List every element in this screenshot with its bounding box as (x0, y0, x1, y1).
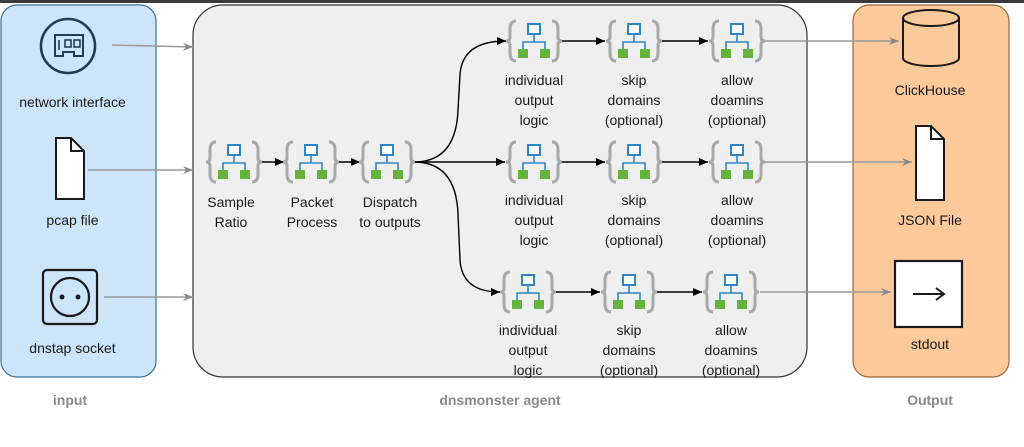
network-card-icon (39, 17, 97, 75)
branch-1-logic-label: individual output logic (504, 72, 564, 128)
socket-icon (41, 268, 99, 326)
process-icon-b3-skip (600, 270, 658, 314)
process-icon-dispatch (358, 140, 416, 184)
stdout-label: stdout (910, 336, 950, 352)
process-icon-b2-logic (505, 140, 563, 184)
branch-1-skip-label: skip domains (optional) (604, 72, 664, 128)
branch-3-allow-label: allow doamins (optional) (701, 322, 761, 378)
agent-caption: dnsmonster agent (439, 392, 561, 408)
process-icon-b1-logic (505, 19, 563, 63)
arrow-dispatch-to-branch-3 (413, 161, 501, 296)
output-caption: Output (907, 392, 953, 408)
top-border (0, 0, 1024, 3)
arrow-dispatch-to-branch-1 (413, 37, 507, 163)
branch-1-allow-label: allow doamins (optional) (707, 72, 767, 128)
json-file-icon (915, 125, 945, 201)
branch-2-skip-label: skip domains (optional) (604, 192, 664, 248)
database-icon (902, 9, 960, 67)
process-icon-b2-allow (708, 140, 766, 184)
pcap-file-label: pcap file (46, 212, 99, 228)
process-icon-b3-allow (702, 270, 760, 314)
process-icon-b2-skip (605, 140, 663, 184)
clickhouse-label: ClickHouse (894, 82, 966, 98)
packet-process-label: Packet Process (286, 194, 338, 230)
process-icon-packet-process (282, 140, 340, 184)
file-icon (55, 137, 85, 200)
process-icon-sample-ratio (205, 140, 263, 184)
process-icon-b1-skip (605, 19, 663, 63)
process-icons (205, 19, 766, 314)
branch-3-skip-label: skip domains (optional) (599, 322, 659, 378)
network-interface-label: network interface (19, 94, 126, 110)
json-file-label: JSON File (898, 212, 962, 228)
process-icon-b3-logic (499, 270, 557, 314)
branch-2-allow-label: allow doamins (optional) (707, 192, 767, 248)
dispatch-label: Dispatch to outputs (359, 194, 421, 230)
terminal-icon (893, 259, 964, 329)
sample-ratio-label: Sample Ratio (207, 194, 255, 230)
input-caption: input (52, 392, 88, 408)
branch-3-logic-label: individual output logic (498, 322, 558, 378)
process-icon-b1-allow (708, 19, 766, 63)
dnstap-socket-label: dnstap socket (29, 340, 116, 356)
branch-2-logic-label: individual output logic (504, 192, 564, 248)
arrow-network-to-agent (111, 42, 194, 51)
